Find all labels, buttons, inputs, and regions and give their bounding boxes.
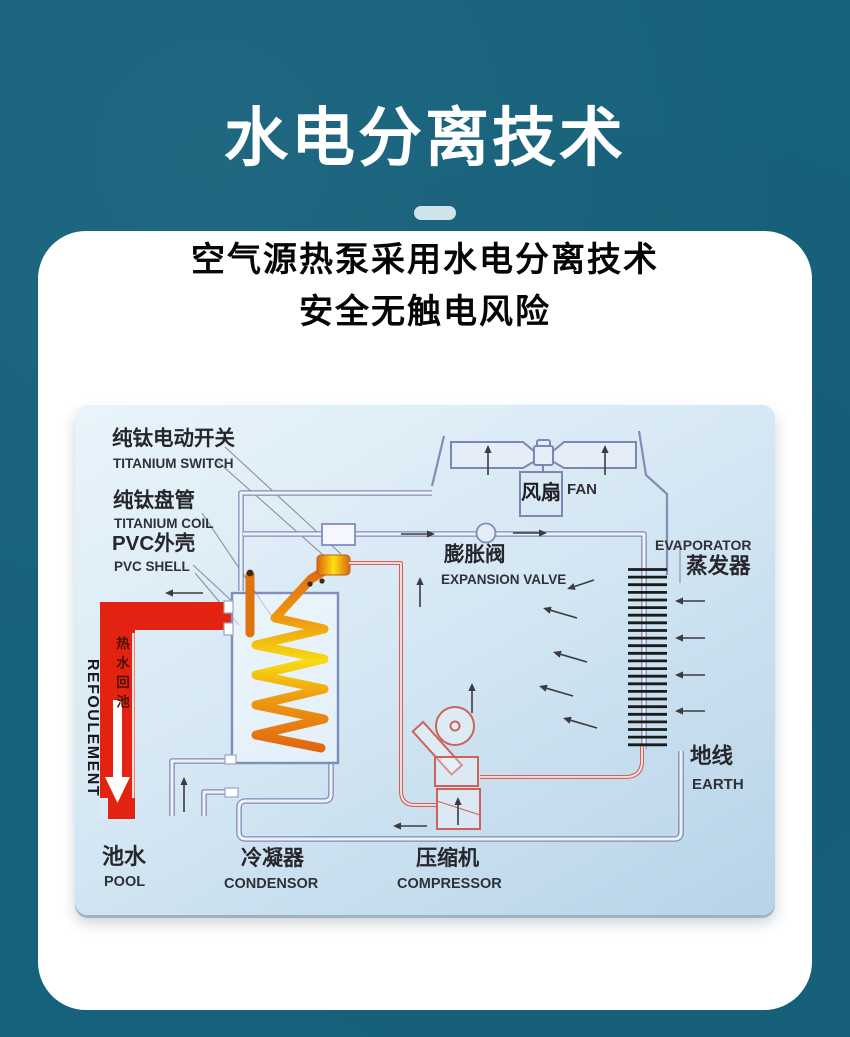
- refrigerant-pipes: [347, 561, 644, 807]
- label-fan-en: FAN: [567, 481, 597, 498]
- label-titanium-switch-en: TITANIUM SWITCH: [113, 456, 234, 471]
- label-compressor-cn: 压缩机: [416, 847, 479, 870]
- titanium-switch-graphic: [316, 554, 351, 576]
- label-pvc-shell-en: PVC SHELL: [114, 559, 190, 574]
- label-expansion-valve-cn: 膨胀阀: [444, 543, 506, 566]
- expansion-valve-body: [475, 522, 497, 544]
- label-titanium-coil-en: TITANIUM COIL: [114, 516, 214, 531]
- label-earth-en: EARTH: [692, 776, 744, 793]
- heat-pump-schematic: [100, 430, 705, 915]
- label-evaporator-en: EVAPORATOR: [655, 537, 752, 553]
- titanium-coil-graphic: [245, 554, 351, 753]
- hot-water-flow-arrow: [113, 700, 122, 780]
- label-earth-cn: 地线: [690, 744, 734, 768]
- label-refoulement: REFOULEMENT: [84, 658, 101, 798]
- inline-filter-component: [321, 523, 356, 546]
- unit-enclosure-outline: [430, 430, 669, 575]
- hot-water-red-pipe: [100, 602, 232, 819]
- intro-line-1: 空气源热泵采用水电分离技术: [191, 241, 659, 279]
- label-titanium-coil-cn: 纯钛盘管: [113, 489, 195, 512]
- label-expansion-valve-en: EXPANSION VALVE: [441, 572, 567, 587]
- heat-pump-schematic-panel: 纯钛电动开关 TITANIUM SWITCH 纯钛盘管 TITANIUM COI…: [75, 405, 775, 915]
- title-divider: [414, 206, 456, 220]
- label-pool-en: POOL: [104, 874, 146, 890]
- label-condenser-cn: 冷凝器: [241, 847, 304, 870]
- label-titanium-switch-cn: 纯钛电动开关: [112, 427, 235, 450]
- flow-arrows: [165, 445, 705, 830]
- label-pool-cn: 池水: [102, 844, 147, 869]
- label-condenser-en: CONDENSOR: [224, 876, 319, 892]
- label-pvc-shell-cn: PVC外壳: [112, 532, 196, 555]
- label-compressor-en: COMPRESSOR: [397, 876, 502, 892]
- label-hot-water-return: 热水回池: [114, 636, 129, 714]
- evaporator-graphic: [628, 568, 667, 747]
- label-fan-cn: 风扇: [521, 482, 561, 504]
- label-evaporator-cn: 蒸发器: [686, 554, 751, 578]
- fan-graphic: [450, 439, 637, 471]
- vessel-ports: [223, 600, 239, 798]
- compressor-graphic: [411, 706, 481, 830]
- page-title: 水电分离技术: [224, 102, 626, 174]
- fan-label-box: 风扇: [519, 471, 563, 517]
- intro-line-2: 安全无触电风险: [299, 293, 551, 331]
